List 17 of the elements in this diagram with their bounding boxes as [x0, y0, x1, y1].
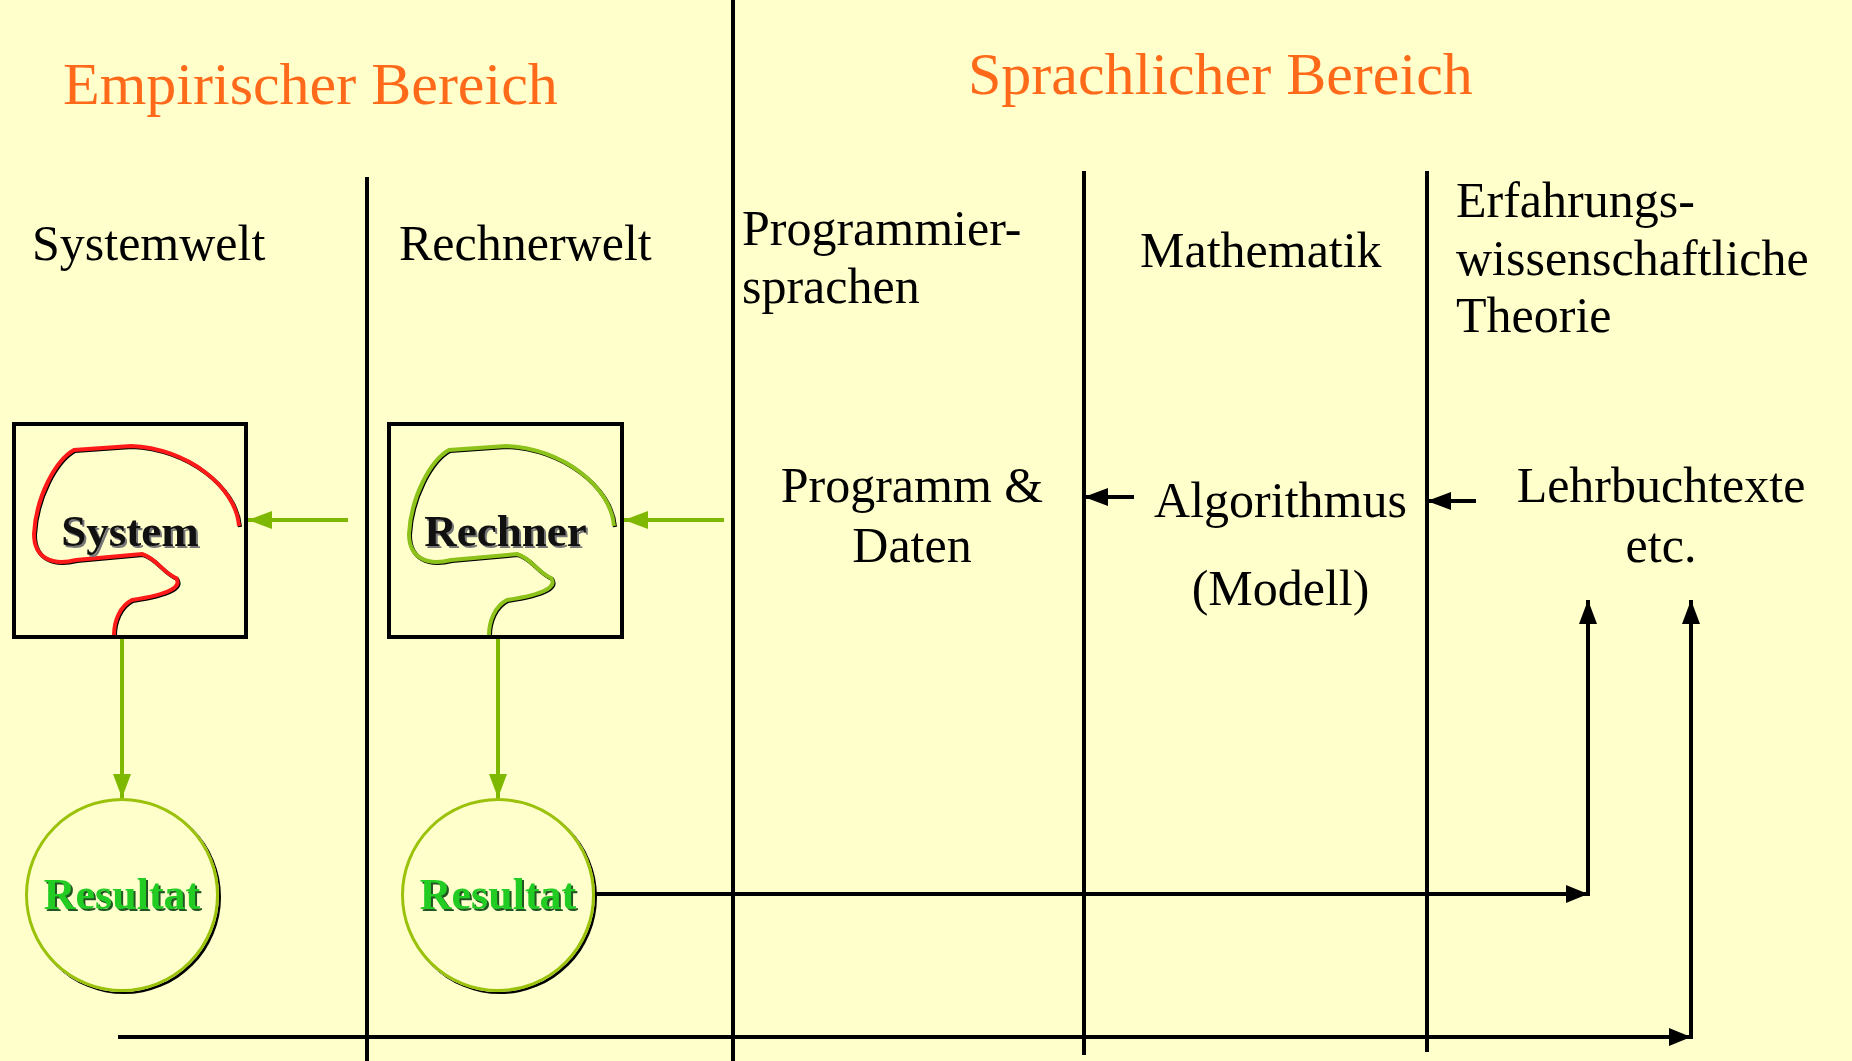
section-heading: Sprachlicher Bereich [968, 40, 1474, 109]
column-heading: Systemwelt [32, 215, 267, 273]
result-label: Resultat [419, 868, 577, 921]
result-label: Resultat [43, 868, 201, 921]
node-text: (Modell) [1191, 559, 1370, 618]
column-heading: Rechnerwelt [399, 215, 653, 273]
box-label: Rechner [424, 504, 587, 558]
column-heading: Programmier- sprachen [742, 200, 1023, 315]
column-heading: Erfahrungs- wissenschaftliche Theorie [1456, 172, 1810, 345]
node-text: Lehrbuchtexte etc. [1515, 456, 1807, 575]
column-heading: Mathematik [1140, 222, 1383, 280]
section-heading: Empirischer Bereich [63, 50, 559, 119]
result-circle [401, 798, 595, 992]
node-text: Algorithmus [1154, 471, 1407, 530]
box-label: System [61, 504, 199, 558]
result-circle [25, 798, 219, 992]
node-text: Programm & Daten [779, 456, 1045, 575]
